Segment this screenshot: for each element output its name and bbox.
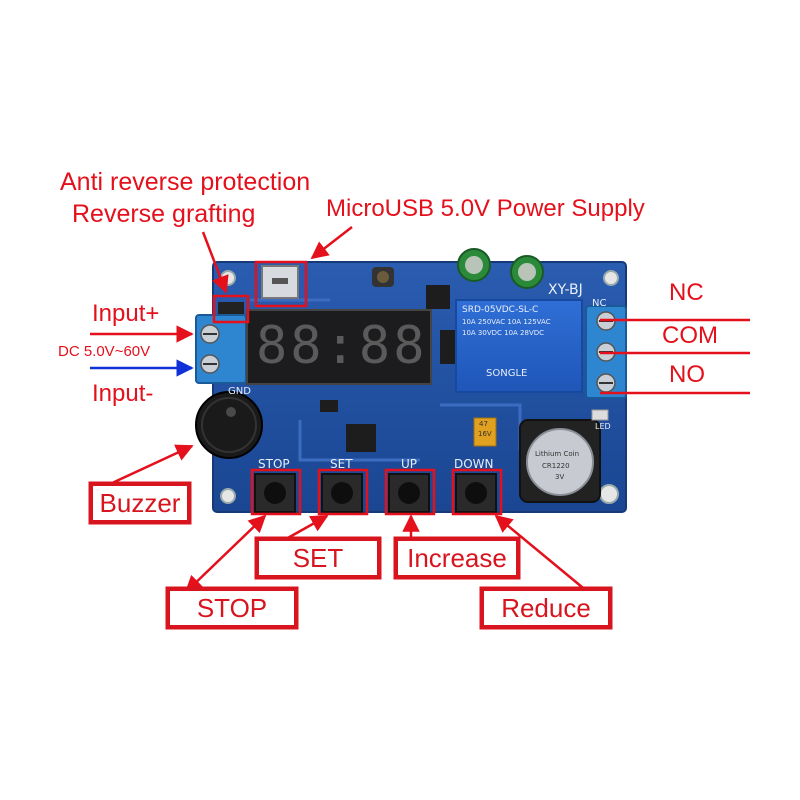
buzzer-label: Buzzer — [90, 483, 190, 523]
microusb-label: MicroUSB 5.0V Power Supply — [326, 195, 645, 222]
input-plus-label: Input+ — [92, 300, 160, 327]
cap-line-1: 47 — [479, 420, 488, 428]
board-model: XY-BJ — [548, 282, 583, 298]
seven-segment-display — [246, 309, 432, 385]
button-set[interactable] — [321, 473, 363, 513]
seven-segment-digits: 88:88 — [256, 316, 428, 376]
relay-rating-1: 10A 250VAC 10A 125VAC — [462, 318, 551, 326]
coin-battery-holder — [519, 419, 601, 503]
microusb-connector — [261, 265, 299, 299]
dc-range-label: DC 5.0V~60V — [58, 343, 151, 360]
callout-highlights — [212, 260, 503, 516]
input-minus-label: Input- — [92, 380, 154, 407]
button-label-down: DOWN — [454, 457, 494, 471]
protection-diode — [218, 302, 244, 314]
button-down[interactable] — [455, 473, 497, 513]
button-label-up: UP — [401, 457, 418, 471]
input-terminal-block — [195, 314, 247, 384]
battery-line-1: Lithium Coin — [535, 450, 580, 458]
no-label: NO — [669, 361, 705, 388]
electrolytic-capacitors — [457, 248, 544, 289]
crystal — [320, 400, 338, 412]
button-stop[interactable] — [254, 473, 296, 513]
relay — [455, 299, 583, 393]
battery-line-2: CR1220 — [542, 462, 570, 470]
com-label: COM — [662, 322, 718, 349]
inductor — [372, 267, 394, 287]
anti-reverse-label: Anti reverse protection — [60, 168, 311, 196]
tantalum-capacitor — [473, 417, 497, 447]
board-gnd: GND — [228, 386, 251, 397]
led-label: LED — [595, 422, 611, 431]
relay-rating-2: 10A 30VDC 10A 28VDC — [462, 329, 545, 337]
reduce-label: Reduce — [481, 588, 611, 628]
stop-label: STOP — [167, 588, 297, 628]
board-nc-pin: NC — [592, 298, 607, 309]
status-led — [591, 409, 609, 421]
buzzer — [195, 391, 263, 459]
increase-label: Increase — [395, 538, 519, 578]
callout-arrows — [90, 226, 750, 594]
tactile-buttons — [254, 473, 497, 513]
cap-line-2: 16V — [478, 430, 492, 438]
nc-label: NC — [669, 279, 704, 306]
ic-chip-u4 — [346, 424, 376, 452]
relay-model: SRD-05VDC-SL-C — [462, 305, 539, 315]
reverse-grafting-label: Reverse grafting — [72, 200, 256, 228]
button-up[interactable] — [388, 473, 430, 513]
diode-d1 — [440, 330, 456, 364]
set-label: SET — [256, 538, 380, 578]
battery-line-3: 3V — [555, 473, 565, 481]
button-label-set: SET — [330, 457, 353, 471]
relay-brand: SONGLE — [486, 368, 528, 379]
button-label-stop: STOP — [258, 457, 290, 471]
ic-chip — [426, 285, 450, 309]
